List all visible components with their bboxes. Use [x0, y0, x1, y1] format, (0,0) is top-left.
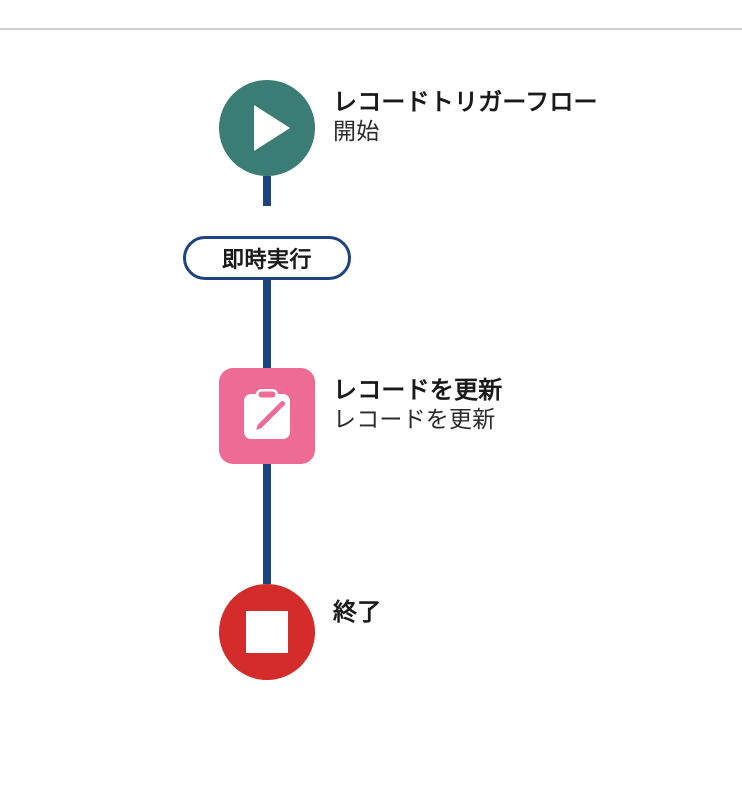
- update-record-node-shape[interactable]: [219, 368, 315, 464]
- flow-diagram-canvas: レコードトリガーフロー 開始 即時実行 レコードを更新: [0, 30, 742, 792]
- end-node-labels: 終了: [333, 584, 381, 627]
- connector-start-to-badge: [263, 176, 271, 206]
- clipboard-pencil-icon: [244, 389, 290, 439]
- start-node-labels: レコードトリガーフロー 開始: [333, 80, 598, 146]
- play-icon: [253, 105, 290, 151]
- update-record-node-labels: レコードを更新 レコードを更新: [333, 368, 502, 434]
- start-node-subtitle: 開始: [333, 118, 380, 145]
- flow-node-end[interactable]: 終了: [219, 584, 381, 680]
- flow-node-update-record[interactable]: レコードを更新 レコードを更新: [219, 368, 502, 464]
- end-node-shape[interactable]: [219, 584, 315, 680]
- stop-icon: [246, 611, 288, 653]
- start-node-shape[interactable]: [219, 80, 315, 176]
- top-divider: [0, 28, 742, 30]
- connector-update-to-end: [263, 464, 271, 584]
- end-node-title: 終了: [333, 599, 382, 626]
- immediate-run-badge[interactable]: 即時実行: [183, 236, 351, 280]
- connector-badge-to-update: [263, 250, 271, 368]
- flow-node-start[interactable]: レコードトリガーフロー 開始: [219, 80, 598, 176]
- start-node-title: レコードトリガーフロー: [333, 89, 598, 116]
- update-record-node-title: レコードを更新: [333, 377, 503, 404]
- update-record-node-subtitle: レコードを更新: [333, 406, 496, 433]
- immediate-run-badge-label: 即時実行: [221, 247, 312, 272]
